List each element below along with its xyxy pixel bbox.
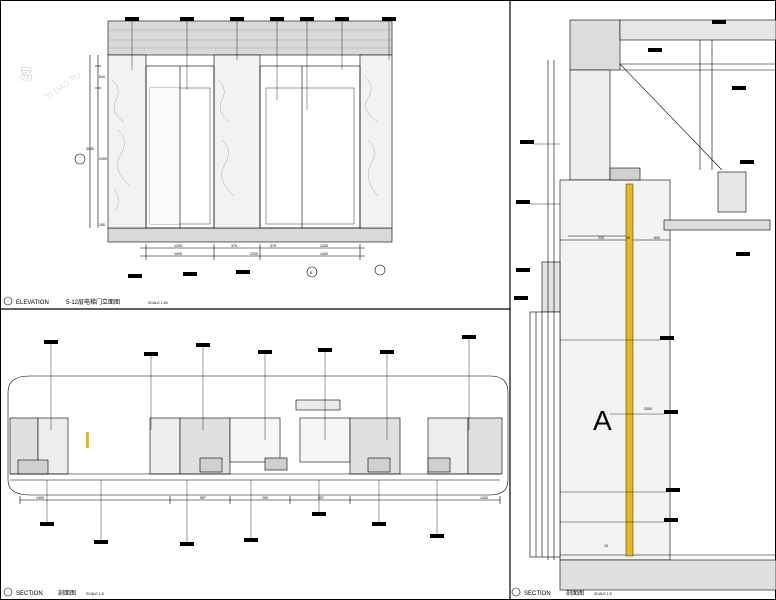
elevation-subtitle: 5-12层电梯门立面图: [66, 298, 120, 306]
elev-dim-3: 375: [231, 244, 237, 248]
elevation-scale: SCALE 1:50: [148, 301, 168, 305]
detail-accent-strip: [625, 183, 634, 557]
section-plan-title-block: SECTION 剖面图 SCALE 1:5: [3, 587, 104, 597]
elevation-drawing: [74, 20, 393, 278]
section-plan-leaders: [46, 339, 470, 542]
elev-side-dim-2: 2400: [99, 157, 107, 161]
elevation-title: ELEVATION: [16, 300, 49, 306]
elev-dim-7: 1200: [250, 252, 258, 256]
elev-dim-6: 1400: [320, 252, 328, 256]
elev-side-dim-4: 150: [99, 223, 105, 227]
plan-dim-2: 557: [200, 496, 206, 500]
section-detail-drawing: [529, 19, 776, 591]
watermark-text: YI DAO TU: [43, 71, 82, 102]
elevation-leaders: [131, 21, 390, 110]
detail-big-letter: A: [593, 405, 612, 436]
elev-dim-5: 375: [270, 244, 276, 248]
section-detail-title: SECTION: [524, 591, 551, 597]
section-detail-leaders: [530, 143, 666, 523]
section-plan-scale: SCALE 1:5: [86, 592, 104, 596]
elev-room-badge: B: [310, 271, 313, 275]
elev-dim-2: 1400: [174, 252, 182, 256]
elev-side-dim-1: 540: [99, 75, 105, 79]
section-plan-title: SECTION: [16, 591, 43, 597]
plan-dim-3: 250: [262, 496, 268, 500]
detail-dim-2: 45: [626, 236, 630, 240]
section-detail-scale: SCALE 1:5: [594, 592, 612, 596]
elev-dim-4: 1200: [320, 244, 328, 248]
watermark-logo: 易: [18, 65, 34, 84]
section-detail-subtitle: 剖面图: [566, 589, 584, 597]
elevation-callouts: [125, 17, 396, 278]
plan-dim-4: 557: [318, 496, 324, 500]
detail-dim-1: 233: [598, 236, 604, 240]
section-plan-subtitle: 剖面图: [58, 589, 76, 597]
watermark: 易 YI DAO TU: [18, 65, 83, 102]
elevation-title-block: ELEVATION 5-12层电梯门立面图 SCALE 1:50: [3, 296, 168, 306]
plan-accent-strip: [86, 432, 89, 448]
section-plan-callouts: [40, 335, 476, 546]
section-detail-title-block: SECTION 剖面图 SCALE 1:5: [511, 587, 612, 597]
section-plan-drawing: [7, 375, 509, 504]
detail-dim-5: 15: [604, 544, 608, 548]
elev-side-dim-3: 3040: [86, 147, 94, 151]
detail-dim-4: 2000: [644, 407, 652, 411]
section-detail-callouts: [514, 20, 754, 522]
detail-dim-3: 600: [654, 236, 660, 240]
elev-dim-1: 1200: [174, 244, 182, 248]
plan-dim-1: 1400: [36, 496, 44, 500]
plan-dim-5: 1400: [480, 496, 488, 500]
